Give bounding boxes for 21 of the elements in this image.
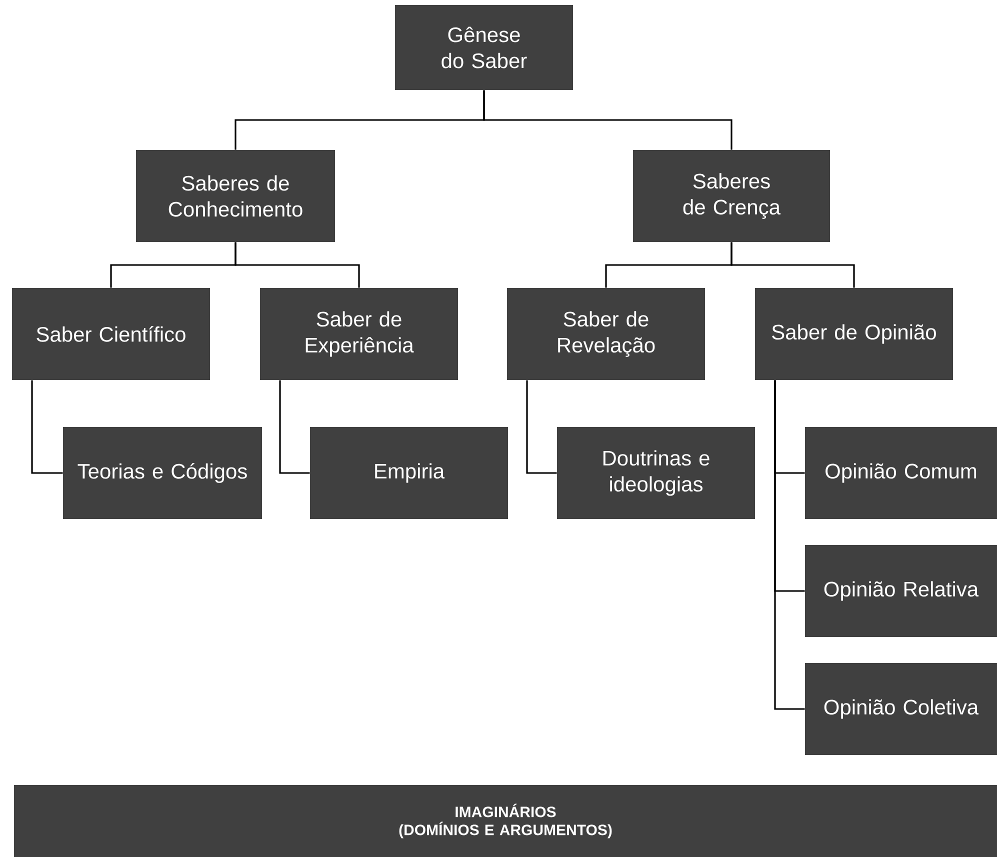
label-box: Gênese do Saber <box>395 5 573 90</box>
label-box: Opinião Coletiva <box>805 663 997 755</box>
connector-line <box>730 242 855 288</box>
connector-line <box>279 380 310 474</box>
label-box: Saber Científico <box>12 288 210 380</box>
label-box: Saber de Experiência <box>260 288 458 380</box>
label-box: Saberes de Crença <box>633 150 830 242</box>
label-box: Teorias e Códigos <box>63 427 262 519</box>
connector-line <box>526 380 557 474</box>
label-box: Saber de Opinião <box>755 288 953 380</box>
connector-line <box>31 380 63 474</box>
label-box: IMAGINÁRIOS (DOMÍNIOS E ARGUMENTOS) <box>14 785 997 857</box>
label-box: Saberes de Conhecimento <box>136 150 335 242</box>
label-box: Saber de Revelação <box>507 288 705 380</box>
connector-line <box>234 242 360 288</box>
label-box: Doutrinas e ideologias <box>557 427 755 519</box>
connector-line <box>483 90 732 150</box>
label-box: Empiria <box>310 427 508 519</box>
label-box: Opinião Relativa <box>805 545 997 637</box>
label-box: Opinião Comum <box>805 427 997 519</box>
connector-line <box>774 380 805 710</box>
